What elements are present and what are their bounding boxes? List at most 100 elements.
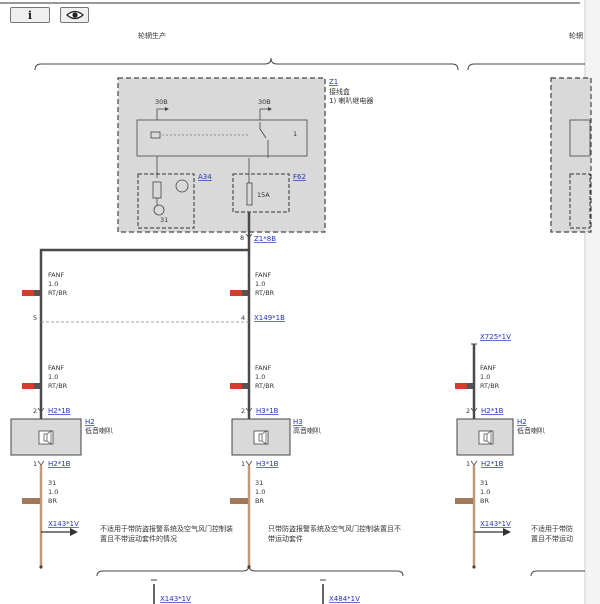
swatch-red xyxy=(22,290,40,296)
pin-h3-top: 2 xyxy=(241,407,245,415)
w5-size: 1.0 xyxy=(480,373,490,381)
g3-size: 1.0 xyxy=(480,488,490,496)
relay-coil xyxy=(150,131,161,139)
conn-x143-a[interactable]: X143*1V xyxy=(48,520,79,528)
horn-icon xyxy=(253,430,269,445)
term-30b-right: 30B xyxy=(258,98,271,106)
w4-name: FANF xyxy=(255,364,271,372)
conn-x725[interactable]: X725*1V xyxy=(480,333,511,341)
note-right-2: 带运动套件 xyxy=(268,534,303,543)
swatch-brown xyxy=(230,498,248,504)
brace-bottom xyxy=(96,564,404,577)
g2-name: 31 xyxy=(255,479,263,487)
f62-box xyxy=(232,173,290,213)
h2r-desc: 低音喇叭 xyxy=(517,426,545,435)
g3-name: 31 xyxy=(480,479,488,487)
f62-link[interactable]: F62 xyxy=(293,173,306,181)
w3-name: FANF xyxy=(48,364,64,372)
h3-desc: 高音喇叭 xyxy=(293,426,321,435)
w2-color: RT/BR xyxy=(255,289,275,297)
w1-size: 1.0 xyxy=(48,280,58,288)
fuse-rating: 15A xyxy=(257,191,270,199)
header-right: 轮辋 xyxy=(569,31,583,40)
horn-icon xyxy=(478,430,494,445)
w3-size: 1.0 xyxy=(48,373,58,381)
conn-h2-top[interactable]: H2*1B xyxy=(48,407,71,415)
conn-x484[interactable]: X484*1V xyxy=(329,595,360,603)
brace-left xyxy=(34,57,459,71)
arrow-right-icon xyxy=(70,528,78,536)
pin-x149-right: 4 xyxy=(241,314,245,322)
w1-color: RT/BR xyxy=(48,289,68,297)
z1-link[interactable]: Z1 xyxy=(329,78,338,86)
w3-color: RT/BR xyxy=(48,382,68,390)
z1-relay-desc: 1) 喇叭继电器 xyxy=(329,96,373,105)
wire-fanf-main xyxy=(39,212,251,420)
conn-x149[interactable]: X149*1B xyxy=(254,314,285,322)
conn-x143-b[interactable]: X143*1V xyxy=(480,520,511,528)
g2-color: BR xyxy=(255,497,264,505)
relay-pin: 1 xyxy=(293,130,297,138)
swatch-red xyxy=(230,290,248,296)
a34-link[interactable]: A34 xyxy=(198,173,212,181)
z1-desc: 接线盒 xyxy=(329,87,350,96)
w4-size: 1.0 xyxy=(255,373,265,381)
g1-color: BR xyxy=(48,497,57,505)
horn-icon xyxy=(38,430,54,445)
g3-color: BR xyxy=(480,497,489,505)
w5-name: FANF xyxy=(480,364,496,372)
w1-name: FANF xyxy=(48,271,64,279)
arrow-right-icon xyxy=(503,528,511,536)
conn-h2r-top[interactable]: H2*1B xyxy=(481,407,504,415)
conn-h2-bot[interactable]: H2*1B xyxy=(48,460,71,468)
note-left-2: 置且不带运动套件的情况 xyxy=(100,534,177,543)
relay-box xyxy=(136,119,308,157)
pin-h2r-top: 2 xyxy=(466,407,470,415)
conn-h3-top[interactable]: H3*1B xyxy=(256,407,279,415)
note-far-2: 置且不带运动 xyxy=(531,534,573,543)
fuse-icon xyxy=(246,182,253,206)
note-left-1: 不适用于带防盗报警系统及空气风门控制装 xyxy=(100,524,233,533)
conn-z1-8b[interactable]: Z1*8B xyxy=(254,235,276,243)
swatch-brown xyxy=(455,498,473,504)
swatch-red xyxy=(22,383,40,389)
h2-desc: 低音喇叭 xyxy=(85,426,113,435)
w5-color: RT/BR xyxy=(480,382,500,390)
ground-31: 31 xyxy=(160,216,168,224)
swatch-red xyxy=(230,383,248,389)
brace-right xyxy=(467,63,585,71)
pin-z1-8b: 8 xyxy=(240,234,244,242)
pin-h2-bot: 1 xyxy=(33,460,37,468)
swatch-brown xyxy=(22,498,40,504)
pin-h2-top: 2 xyxy=(33,407,37,415)
conn-h3-bot[interactable]: H3*1B xyxy=(256,460,279,468)
pin-x149-left: 5 xyxy=(33,314,37,322)
swatch-red xyxy=(455,383,473,389)
g1-size: 1.0 xyxy=(48,488,58,496)
header-left: 轮辋生产 xyxy=(138,31,166,40)
relay-contact xyxy=(259,128,267,139)
h2-link[interactable]: H2 xyxy=(85,418,95,426)
eye-icon xyxy=(65,10,84,20)
view-button[interactable] xyxy=(60,7,89,23)
conn-h2r-bot[interactable]: H2*1B xyxy=(481,460,504,468)
w2-name: FANF xyxy=(255,271,271,279)
h3-link[interactable]: H3 xyxy=(293,418,303,426)
g1-name: 31 xyxy=(48,479,56,487)
pin-h2r-bot: 1 xyxy=(466,460,470,468)
info-button[interactable]: i xyxy=(10,7,50,23)
w4-color: RT/BR xyxy=(255,382,275,390)
w2-size: 1.0 xyxy=(255,280,265,288)
info-icon: i xyxy=(27,8,33,22)
a34-box xyxy=(137,173,195,229)
conn-x143-c[interactable]: X143*1V xyxy=(160,595,191,603)
pin-h3-bot: 1 xyxy=(241,460,245,468)
sensor-icon xyxy=(175,179,189,193)
ground-icon xyxy=(153,204,165,216)
note-far-1: 不适用于带防 xyxy=(531,524,573,533)
h2r-link[interactable]: H2 xyxy=(517,418,527,426)
term-30b-left: 30B xyxy=(155,98,168,106)
note-right-1: 只带防盗报警系统及空气风门控制装置且不 xyxy=(268,524,401,533)
g2-size: 1.0 xyxy=(255,488,265,496)
